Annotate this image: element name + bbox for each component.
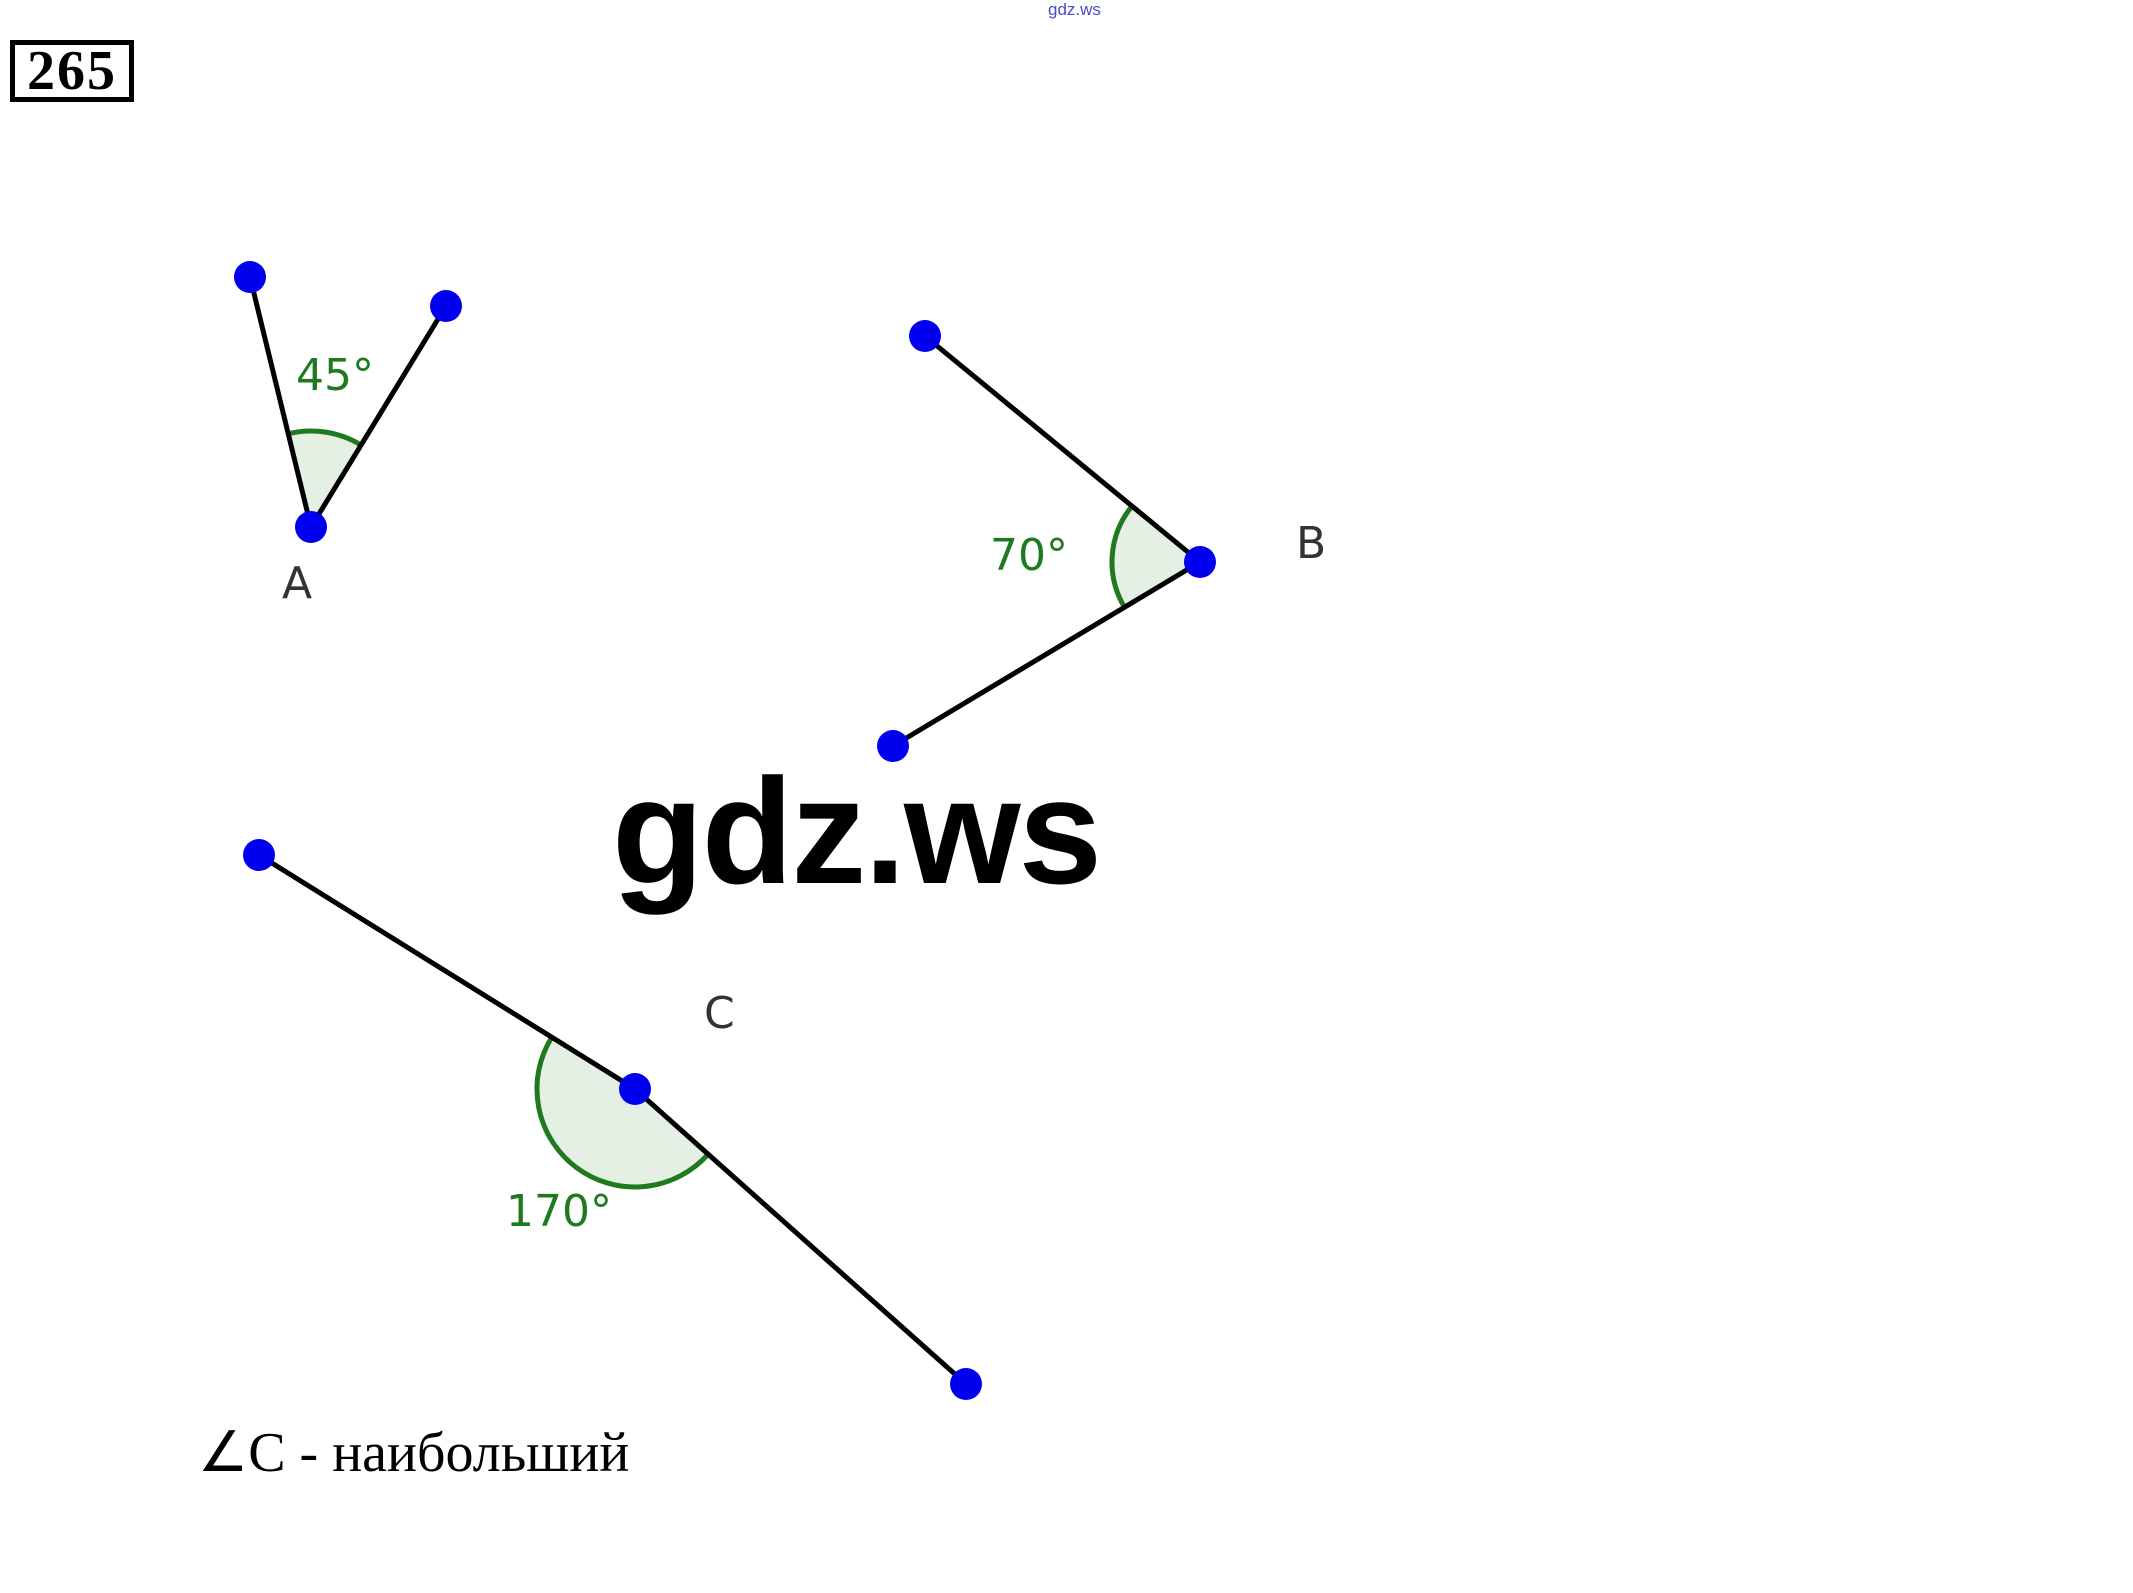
angle-c-label: C <box>704 988 735 1039</box>
angle-c-sector <box>537 1037 709 1187</box>
angle-a-label: A <box>282 558 312 609</box>
angle-c-degree-label: 170° <box>506 1186 612 1237</box>
angle-c-arc <box>534 1035 711 1190</box>
angle-b-endpoint <box>877 730 909 762</box>
angle-b-ray-1 <box>923 334 1202 564</box>
answer-text: ∠C - наибольший <box>198 1422 630 1484</box>
angle-a-ray-1 <box>247 276 314 528</box>
angle-a-ray-2 <box>308 304 449 529</box>
angle-c-ray-2 <box>633 1087 968 1386</box>
angle-a-degree-label: 45° <box>296 350 374 401</box>
angle-c-vertex-point <box>619 1073 651 1105</box>
angle-b-ray-2 <box>891 559 1202 749</box>
angle-c-endpoint <box>950 1368 982 1400</box>
angle-b-endpoint <box>909 320 941 352</box>
angle-b-degree-label: 70° <box>990 530 1068 581</box>
angle-a-vertex-point <box>295 511 327 543</box>
angle-b-vertex-point <box>1184 546 1216 578</box>
angle-c-ray-1 <box>257 852 637 1092</box>
angle-c-endpoint <box>243 839 275 871</box>
angle-a-arc <box>287 428 363 448</box>
angle-b-arc <box>1109 504 1134 609</box>
angle-b-label: B <box>1296 518 1326 569</box>
angle-b-sector <box>1112 506 1200 608</box>
watermark: gdz.ws <box>612 747 1102 915</box>
angle-a-endpoint <box>234 261 266 293</box>
watermark-small: gdz.ws <box>1048 0 1101 19</box>
angle-a-endpoint <box>430 290 462 322</box>
problem-number: 265 <box>10 40 134 102</box>
